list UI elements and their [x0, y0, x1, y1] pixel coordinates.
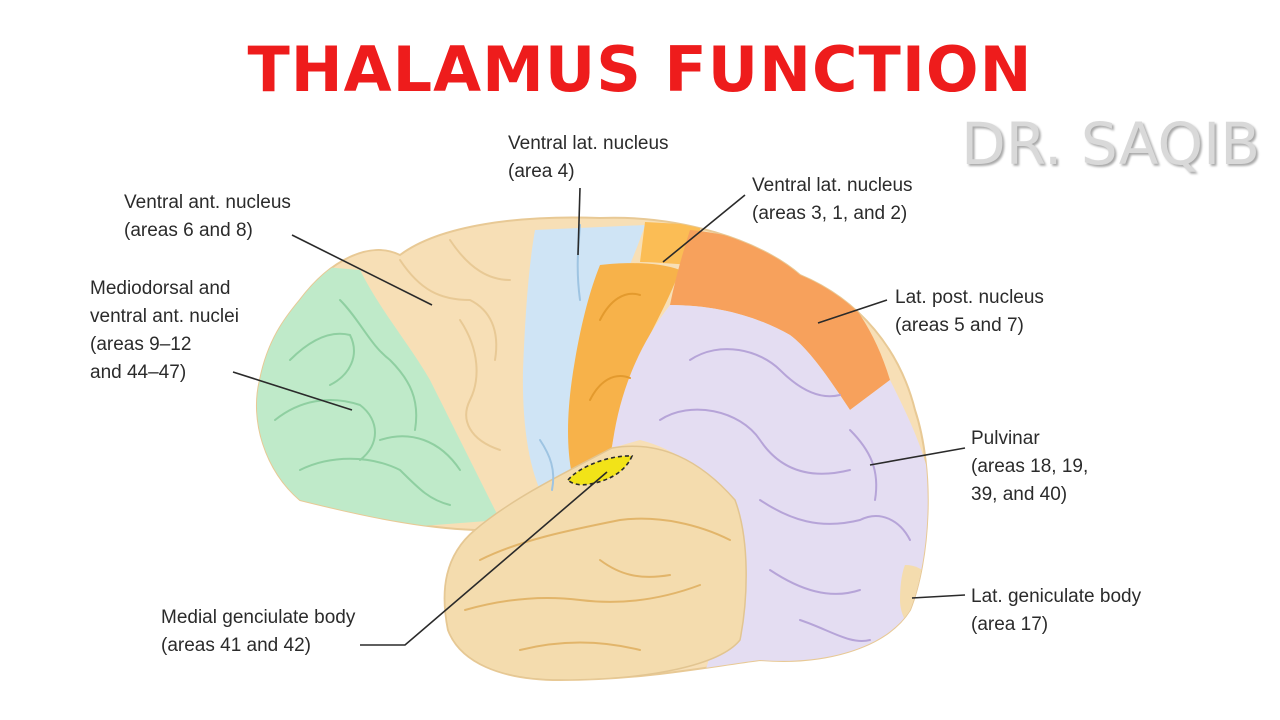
gyri-prefrontal [274, 299, 461, 506]
page-title: THALAMUS FUNCTION [247, 33, 1033, 106]
label-ventral-lat-top: Ventral lat. nucleus (area 4) [508, 133, 674, 182]
leader-pulvinar [869, 447, 966, 466]
leader-ventral-lat-top [577, 187, 581, 256]
label-medial-geniculate: Medial genciulate body (areas 41 and 42) [161, 607, 361, 656]
gyri-temporal [464, 517, 731, 651]
region-occipital [612, 305, 928, 680]
label-lat-post: Lat. post. nucleus (areas 5 and 7) [895, 287, 1049, 336]
leader-lat-geniculate [911, 594, 966, 599]
label-mediodorsal: Mediodorsal and ventral ant. nuclei (are… [90, 278, 244, 383]
leader-lines [232, 187, 966, 646]
region-prefrontal [256, 260, 500, 540]
author-watermark: DR. SAQIB [961, 110, 1260, 178]
label-ventral-lat-right: Ventral lat. nucleus (areas 3, 1, and 2) [752, 175, 918, 224]
leader-ventral-ant [291, 234, 433, 306]
region-auditory [566, 455, 634, 486]
leader-lat-post [817, 299, 888, 324]
label-lat-geniculate: Lat. geniculate body (area 17) [971, 586, 1146, 635]
region-temporal [443, 445, 747, 680]
gyri-frontal [399, 239, 511, 451]
region-lat-geniculate [900, 565, 928, 640]
brain-regions [256, 216, 929, 682]
gyri-somatosensory [589, 292, 641, 401]
leader-ventral-lat-right [662, 194, 746, 263]
region-somatosensory [568, 263, 680, 475]
label-pulvinar: Pulvinar (areas 18, 19, 39, and 40) [971, 428, 1094, 505]
region-parietal [670, 230, 890, 410]
gyri-occipital [659, 348, 911, 642]
leader-mediodorsal [232, 371, 353, 411]
leader-medial-geniculate [360, 471, 608, 646]
label-ventral-ant: Ventral ant. nucleus (areas 6 and 8) [124, 192, 296, 241]
